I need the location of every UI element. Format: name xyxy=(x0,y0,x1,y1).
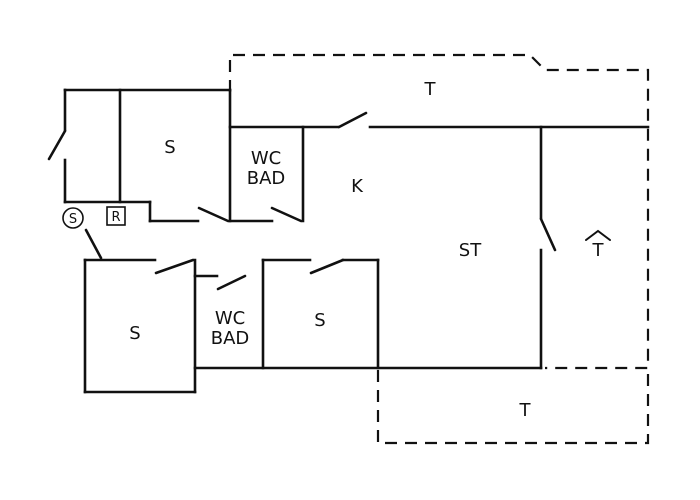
room-label-wc-bottom-2: BAD xyxy=(211,328,250,349)
s-circle-label: S xyxy=(69,212,77,227)
room-label-wc-bottom-1: WC xyxy=(215,308,245,329)
room-labels: T S WC BAD K ST S WC BAD S T xyxy=(129,79,531,421)
room-label-bedroom-bottom-mid: S xyxy=(314,310,325,331)
s-circle-symbol: S xyxy=(62,207,84,229)
room-label-terrace-top: T xyxy=(424,79,437,100)
room-label-kitchen: K xyxy=(351,176,364,197)
room-label-bedroom-top: S xyxy=(164,137,175,158)
room-label-wc-top-1: WC xyxy=(251,148,281,169)
r-box-symbol: R xyxy=(106,206,126,226)
exit-label: T xyxy=(592,240,605,261)
terrace-bottom-outline xyxy=(376,368,650,445)
terrace-exit-icon: T xyxy=(585,229,611,261)
terrace-top-outline xyxy=(228,53,650,370)
r-box-label: R xyxy=(111,210,120,225)
room-label-bedroom-bottom-left: S xyxy=(129,323,140,344)
room-label-living: ST xyxy=(459,240,482,261)
room-label-terrace-bottom: T xyxy=(519,400,532,421)
room-label-wc-top-2: BAD xyxy=(247,168,286,189)
walls xyxy=(63,88,650,394)
doors xyxy=(47,111,557,291)
